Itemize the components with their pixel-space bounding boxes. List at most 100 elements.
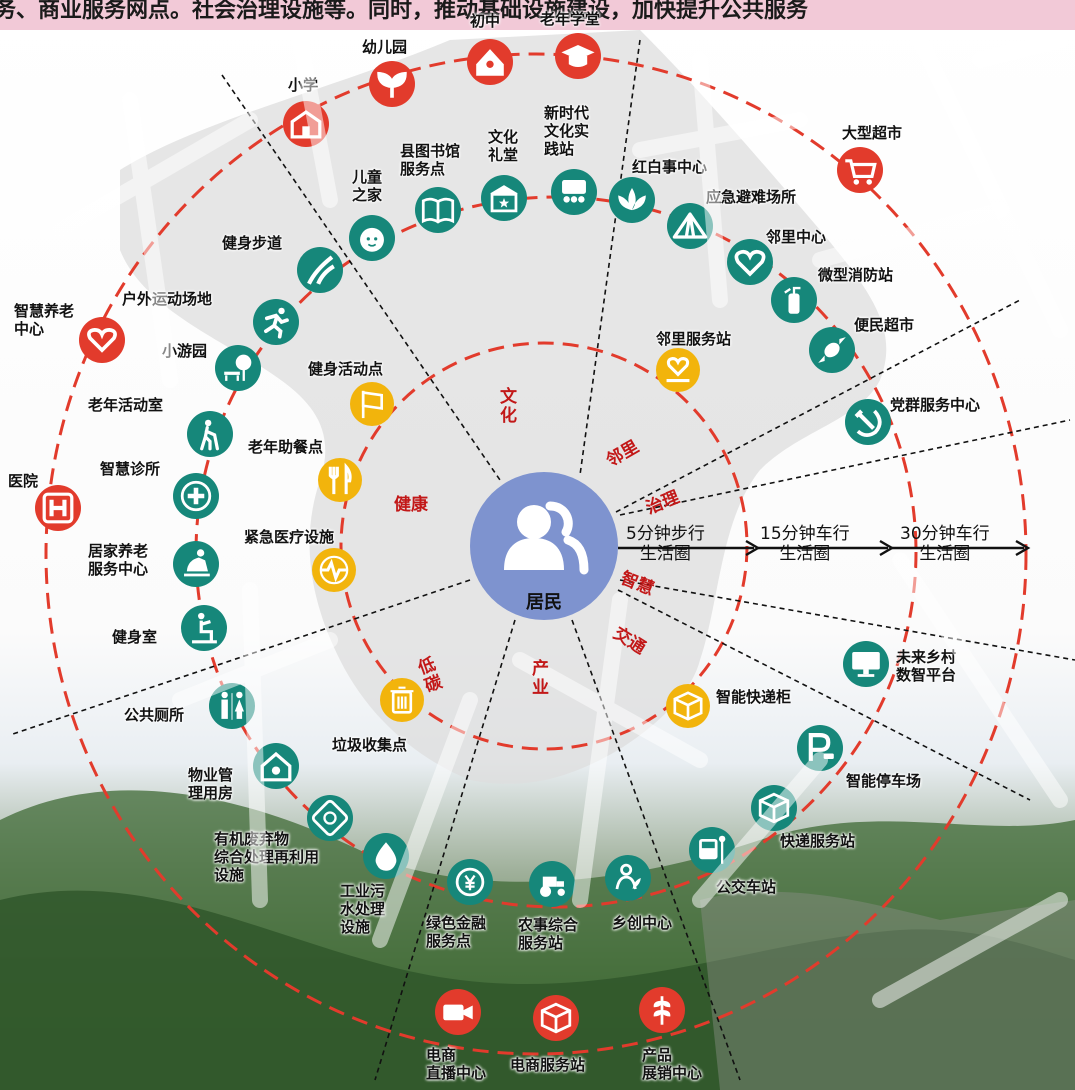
monitor-icon [852,652,880,677]
yuan-coin-icon [455,867,485,897]
water-drop-icon [375,842,397,871]
facility-node-sprout [369,61,415,107]
caregiver-icon [184,549,210,577]
sprout-icon [377,71,407,98]
bus-stop-icon [699,835,726,864]
facility-label: 儿童 之家 [352,168,383,204]
child-face-icon [360,227,384,252]
facility-node-fitness [181,605,227,651]
facility-label: 应急避难场所 [706,188,797,206]
facility-label: 工业污 水处理 设施 [340,882,386,936]
fork-knife-icon [328,462,352,495]
facility-label: 党群服务中心 [890,396,981,414]
header-banner: 务、商业服务网点。社会治理设施等。同时，推动基础设施建设，加快提升公共服务 [0,0,1075,30]
facility-label: 文化 礼堂 [488,128,519,164]
facility-label: 便民超市 [854,316,915,334]
hall-icon [490,185,518,213]
facility-label: 公共厕所 [124,706,185,724]
facility-node-extinguisher [771,277,817,323]
facility-label: 物业管 理用房 [188,766,234,802]
facility-node-elderly [187,411,233,457]
facility-node-video-camera [435,989,481,1035]
shopping-cart-icon [845,159,877,185]
facility-node-school [283,101,329,147]
elderly-icon [200,419,219,451]
facility-label: 健身室 [112,628,158,646]
facility-node-heart-hand [656,348,700,392]
facility-label: 智慧养老 中心 [14,302,75,338]
facility-label: 医院 [8,472,39,490]
fitness-icon [192,612,217,644]
book-icon [421,197,455,224]
facility-node-monitor [843,641,889,687]
lotus-icon [618,188,646,211]
facility-label: 快递服务站 [780,832,856,850]
facility-node-book [415,187,461,233]
facility-node-medical-cross [173,473,219,519]
facility-label: 居家养老 服务中心 [88,542,149,578]
facility-label: 乡创中心 [612,914,673,932]
facility-node-bus-stop [689,827,735,873]
banner-text: 务、商业服务网点。社会治理设施等。同时，推动基础设施建设，加快提升公共服务 [0,0,809,23]
hospital-icon [42,492,74,524]
facility-node-parcel [666,684,710,728]
facility-node-trail [297,247,343,293]
meeting-icon [562,180,586,203]
facility-node-hospital [35,485,81,531]
facility-label: 健身步道 [222,234,283,252]
facility-node-heart-hands [79,317,125,363]
ring-label-r5: 5分钟步行 生活圈 [626,524,705,564]
medical-cross-icon [180,480,212,512]
facility-node-wheat [639,987,685,1033]
extinguisher-icon [784,286,801,314]
house-icon [476,49,504,76]
facility-label: 邻里中心 [766,228,827,246]
heartbeat-icon [319,555,349,585]
candy-icon [818,337,846,363]
facility-node-runner [253,299,299,345]
facility-node-child-face [349,215,395,261]
resident-label: 居民 [526,592,562,613]
facility-label: 户外运动场地 [122,290,213,308]
facility-label: 幼儿园 [362,38,408,56]
facility-label: 电商服务站 [510,1056,586,1074]
facility-label: 紧急医疗设施 [244,528,335,546]
divider-line-4 [619,419,1071,516]
school-icon [290,110,322,139]
restroom-icon [221,691,244,720]
facility-label: 初中 [470,12,501,30]
facility-node-hall [481,175,527,221]
facility-node-tent [667,203,713,249]
trash-icon [390,686,414,714]
facility-node-property-house [253,743,299,789]
facility-label: 小学 [288,76,319,94]
facility-node-tractor [529,861,575,907]
facility-label: 农事综合 服务站 [518,916,579,952]
facility-node-water-drop [363,833,409,879]
facility-node-graduation-cap [555,33,601,79]
property-house-icon [260,751,292,782]
facility-node-fork-knife [318,458,362,502]
category-industry: 产 业 [532,659,549,698]
park-bench-icon [224,354,252,381]
facility-label: 有机废弃物 综合处理再利用 设施 [214,830,320,884]
wheat-icon [653,996,671,1025]
facility-node-lotus [609,177,655,223]
facility-node-flag [350,382,394,426]
facility-node-package [533,995,579,1041]
facility-node-shopping-cart [837,147,883,193]
facility-node-house [467,39,513,85]
facility-label: 公交车站 [716,878,777,896]
heart-hands-icon [87,328,117,353]
facility-label: 县图书馆 服务点 [400,142,461,178]
graduation-cap-icon [561,44,595,68]
facility-label: 绿色金融 服务点 [426,914,487,950]
flag-icon [361,390,383,419]
facility-node-candy [809,327,855,373]
facility-node-hammer-sickle [845,399,891,445]
facility-node-park-bench [215,345,261,391]
facility-label: 垃圾收集点 [332,736,408,754]
facility-node-meeting [551,169,597,215]
facility-label: 新时代 文化实 践站 [544,104,590,158]
